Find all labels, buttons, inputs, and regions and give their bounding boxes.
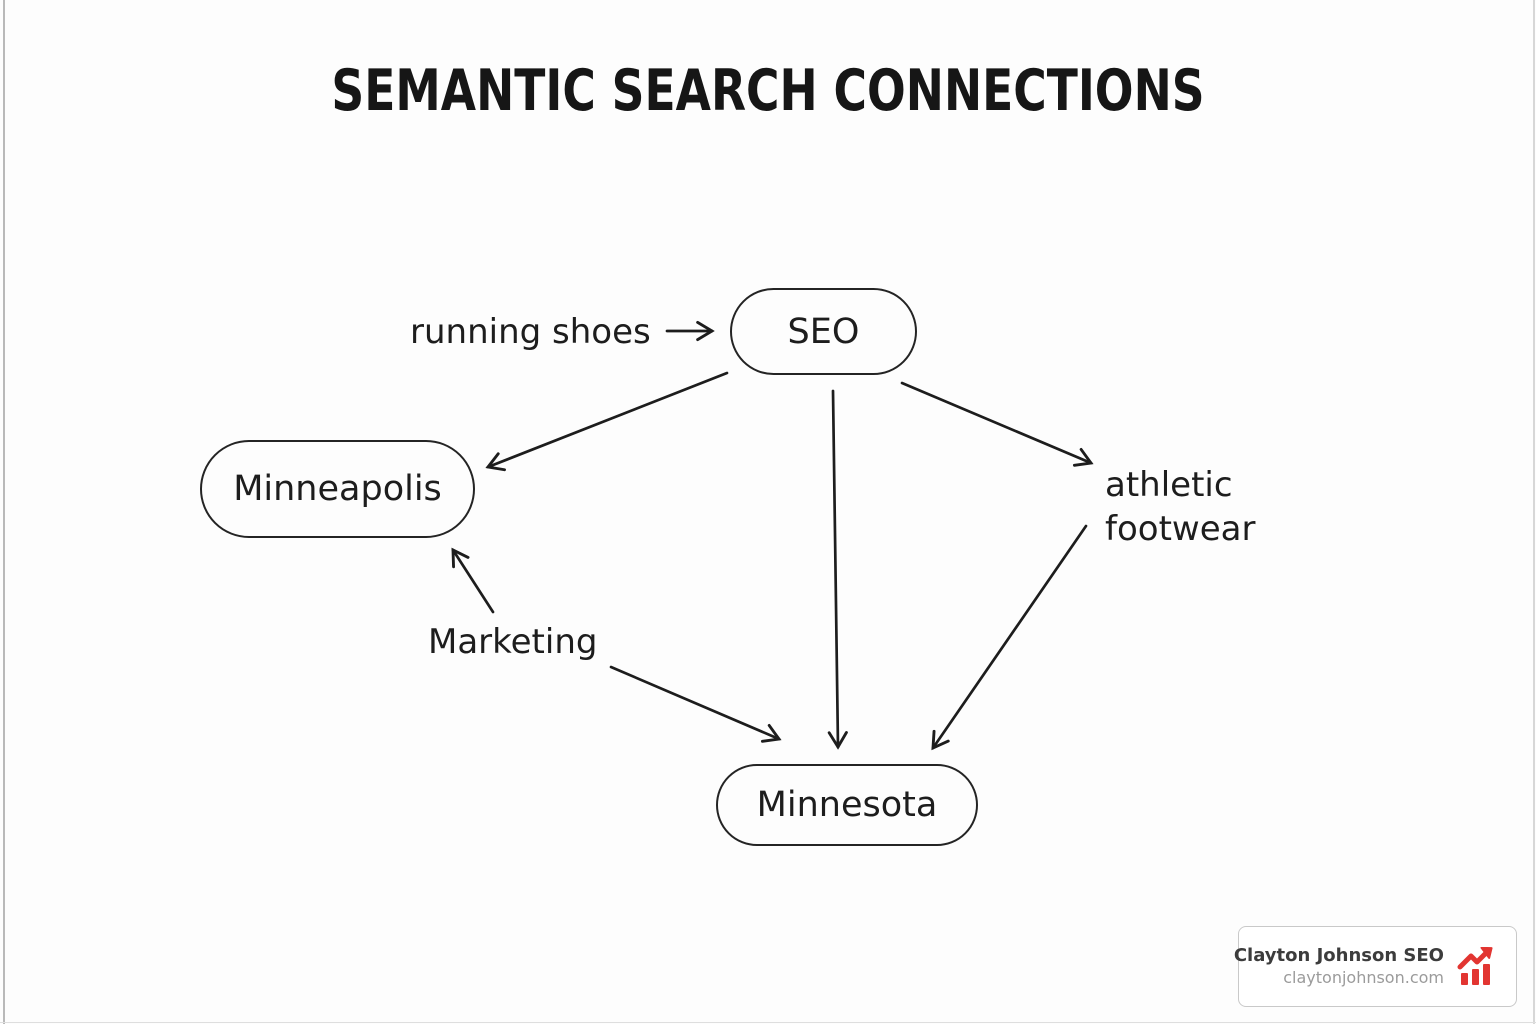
right-border-line: [1533, 0, 1535, 1024]
page-title: SEMANTIC SEARCH CONNECTIONS: [331, 58, 1205, 124]
node-seo: SEO: [730, 288, 917, 375]
bottom-border-line: [0, 1022, 1536, 1023]
edge-marketing-to-minneapolis: [451, 547, 495, 614]
branding-name: Clayton Johnson SEO: [1233, 945, 1444, 967]
node-minneapolis-label: Minneapolis: [233, 469, 442, 509]
branding-card: Clayton Johnson SEO claytonjohnson.com: [1234, 926, 1517, 1007]
node-marketing-label: Marketing: [428, 622, 598, 662]
node-athletic-footwear: athletic footwear: [1105, 463, 1280, 551]
node-running-shoes: running shoes: [410, 310, 651, 354]
node-minnesota-label: Minnesota: [756, 785, 938, 825]
node-minneapolis: Minneapolis: [200, 440, 475, 538]
edge-marketing-to-minnesota: [609, 665, 782, 743]
edge-athletic-footwear-to-minnesota: [931, 524, 1088, 751]
edge-seo-to-athletic-footwear: [900, 381, 1094, 467]
node-marketing: Marketing: [428, 620, 597, 664]
edge-seo-to-minneapolis: [485, 371, 729, 472]
node-athletic-footwear-label: athletic footwear: [1105, 465, 1256, 549]
edge-seo-to-minnesota: [827, 389, 848, 750]
branding-text: Clayton Johnson SEO claytonjohnson.com: [1234, 944, 1444, 988]
node-running-shoes-label: running shoes: [410, 312, 651, 352]
trending-up-bar-chart-icon: [1457, 946, 1499, 987]
node-minnesota: Minnesota: [716, 764, 978, 846]
branding-website: claytonjohnson.com: [1283, 967, 1444, 987]
left-border-line: [3, 0, 5, 1024]
node-seo-label: SEO: [787, 311, 860, 352]
